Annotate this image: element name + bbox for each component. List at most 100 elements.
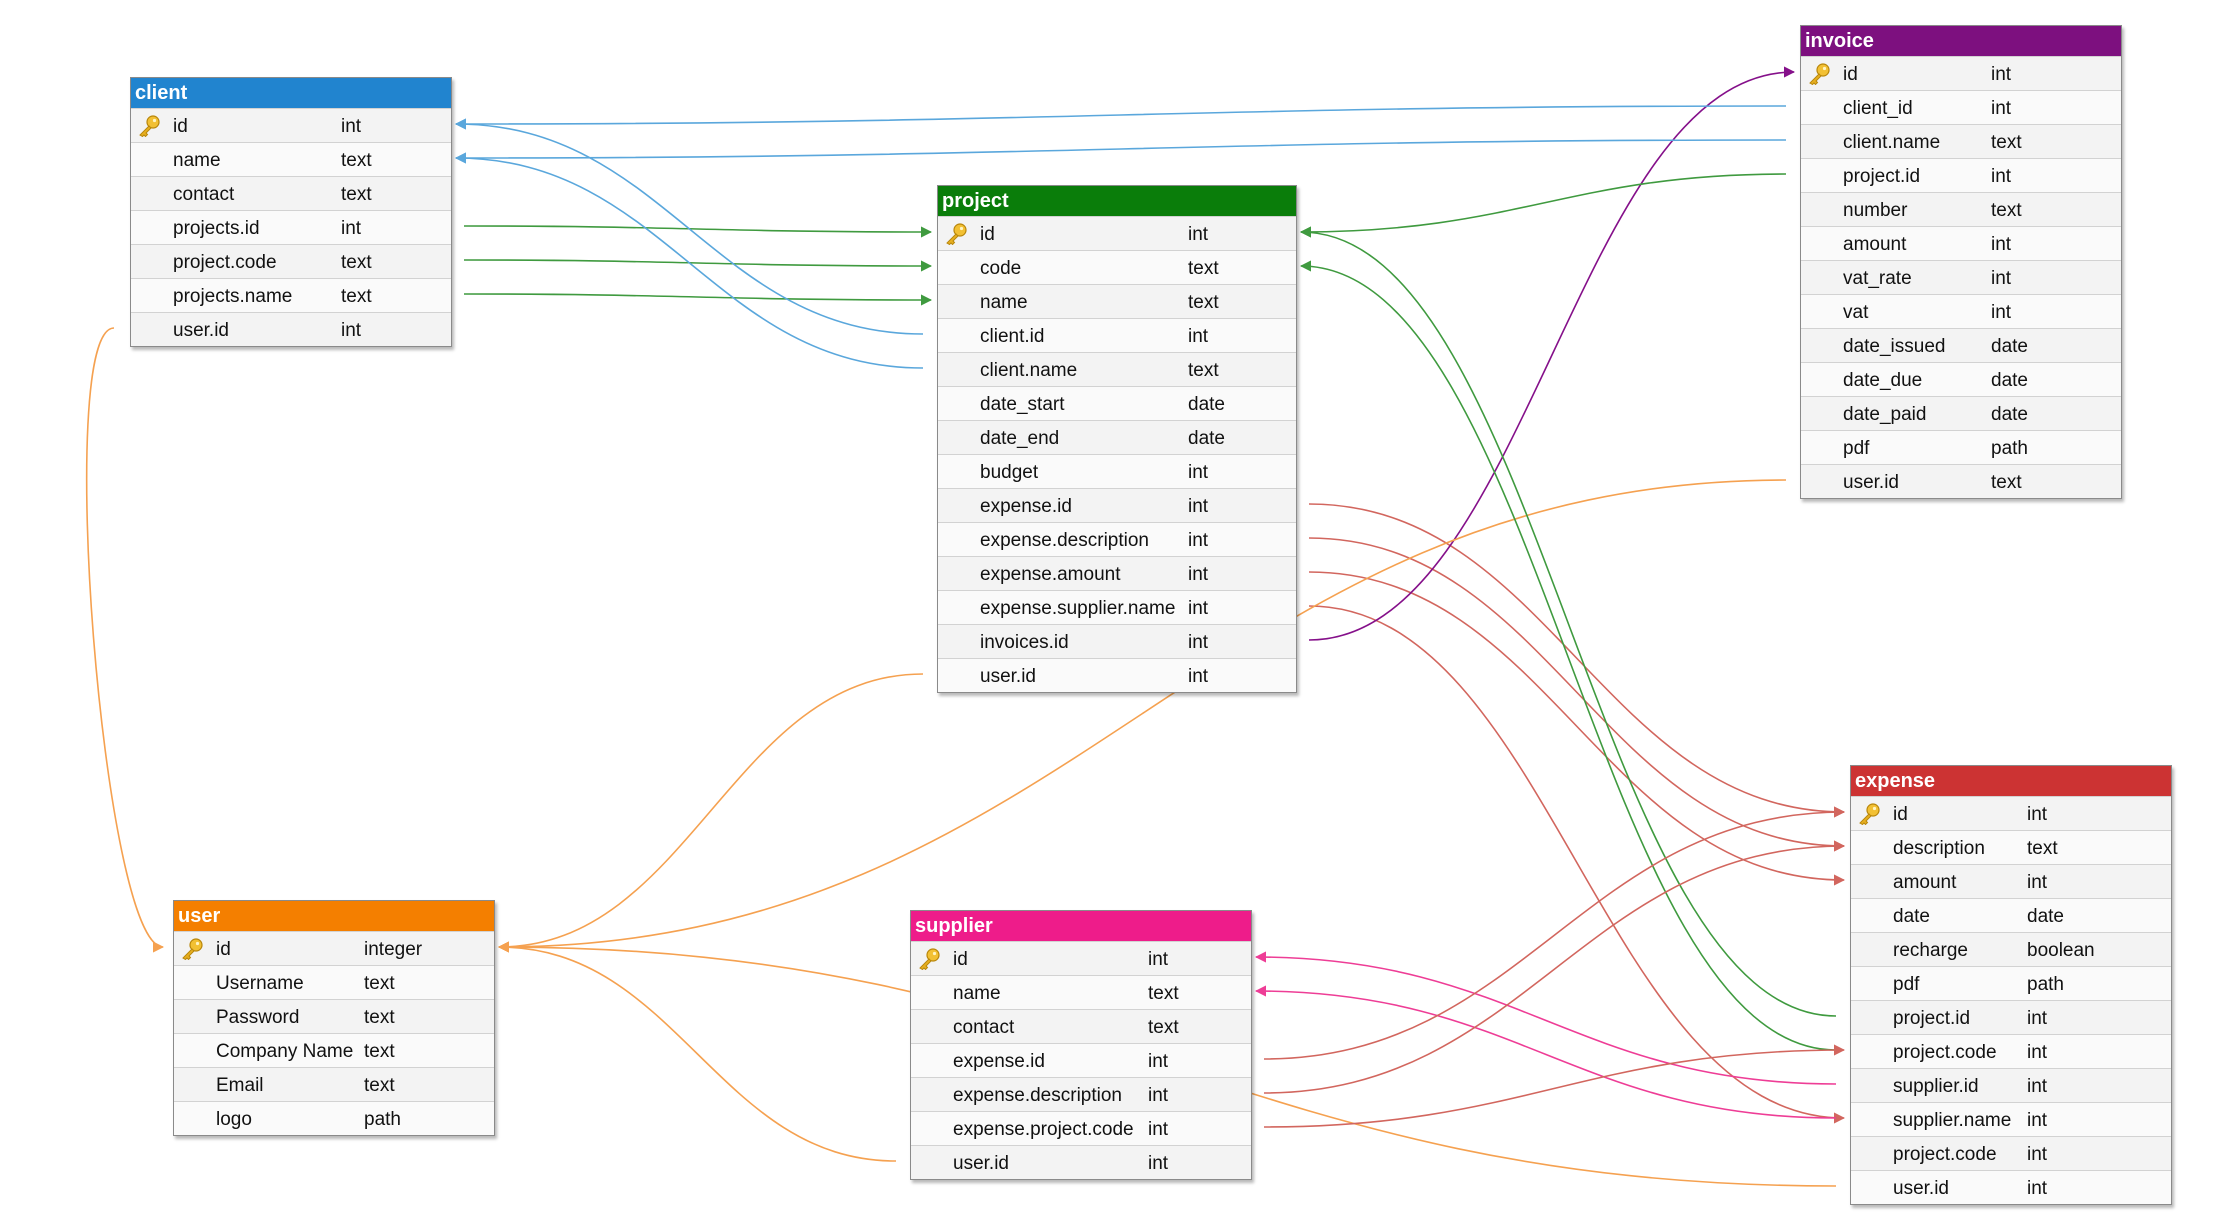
field-name: project.code bbox=[1893, 1144, 1997, 1165]
field-name: date_issued bbox=[1843, 336, 1946, 357]
field-type: int bbox=[2027, 1008, 2048, 1029]
field-name: user.id bbox=[1843, 472, 1899, 493]
relationship-invoice-client-name-to-client-name bbox=[454, 139, 1787, 164]
field-row-invoice-date-issued[interactable]: date_issued date bbox=[1801, 328, 2121, 362]
field-name: client.name bbox=[1843, 132, 1941, 153]
field-name: code bbox=[980, 258, 1022, 279]
field-name: date_paid bbox=[1843, 404, 1927, 425]
field-name: Username bbox=[216, 973, 304, 994]
key-icon bbox=[946, 223, 967, 245]
table-header-invoice[interactable]: invoice bbox=[1801, 26, 2121, 56]
relationship-supplier-expense-project-code-to-expense-project-code bbox=[1263, 1044, 1846, 1128]
field-type: date bbox=[1991, 336, 2028, 357]
field-type: int bbox=[1188, 462, 1209, 483]
field-type: int bbox=[2027, 872, 2048, 893]
field-name: name bbox=[173, 150, 221, 171]
field-name: id bbox=[1893, 804, 1908, 825]
table-header-project[interactable]: project bbox=[938, 186, 1296, 216]
field-name: date_start bbox=[980, 394, 1065, 415]
field-name: Company Name bbox=[216, 1041, 354, 1062]
field-row-project-budget[interactable]: budget int bbox=[938, 454, 1296, 488]
key-icon bbox=[1809, 63, 1830, 85]
table-header-supplier[interactable]: supplier bbox=[911, 911, 1251, 941]
table-header-expense[interactable]: expense bbox=[1851, 766, 2171, 796]
field-type: int bbox=[1991, 64, 2012, 85]
field-name: id bbox=[216, 939, 231, 960]
field-type: int bbox=[1188, 224, 1209, 245]
table-header-user[interactable]: user bbox=[174, 901, 494, 931]
field-type: int bbox=[1148, 949, 1169, 970]
table-header-client[interactable]: client bbox=[131, 78, 451, 108]
field-name: budget bbox=[980, 462, 1039, 483]
field-name: user.id bbox=[980, 666, 1036, 687]
field-type: text bbox=[1188, 292, 1219, 313]
relationship-project-expense-id-to-expense-id bbox=[1308, 503, 1846, 818]
field-type: text bbox=[2027, 838, 2058, 859]
